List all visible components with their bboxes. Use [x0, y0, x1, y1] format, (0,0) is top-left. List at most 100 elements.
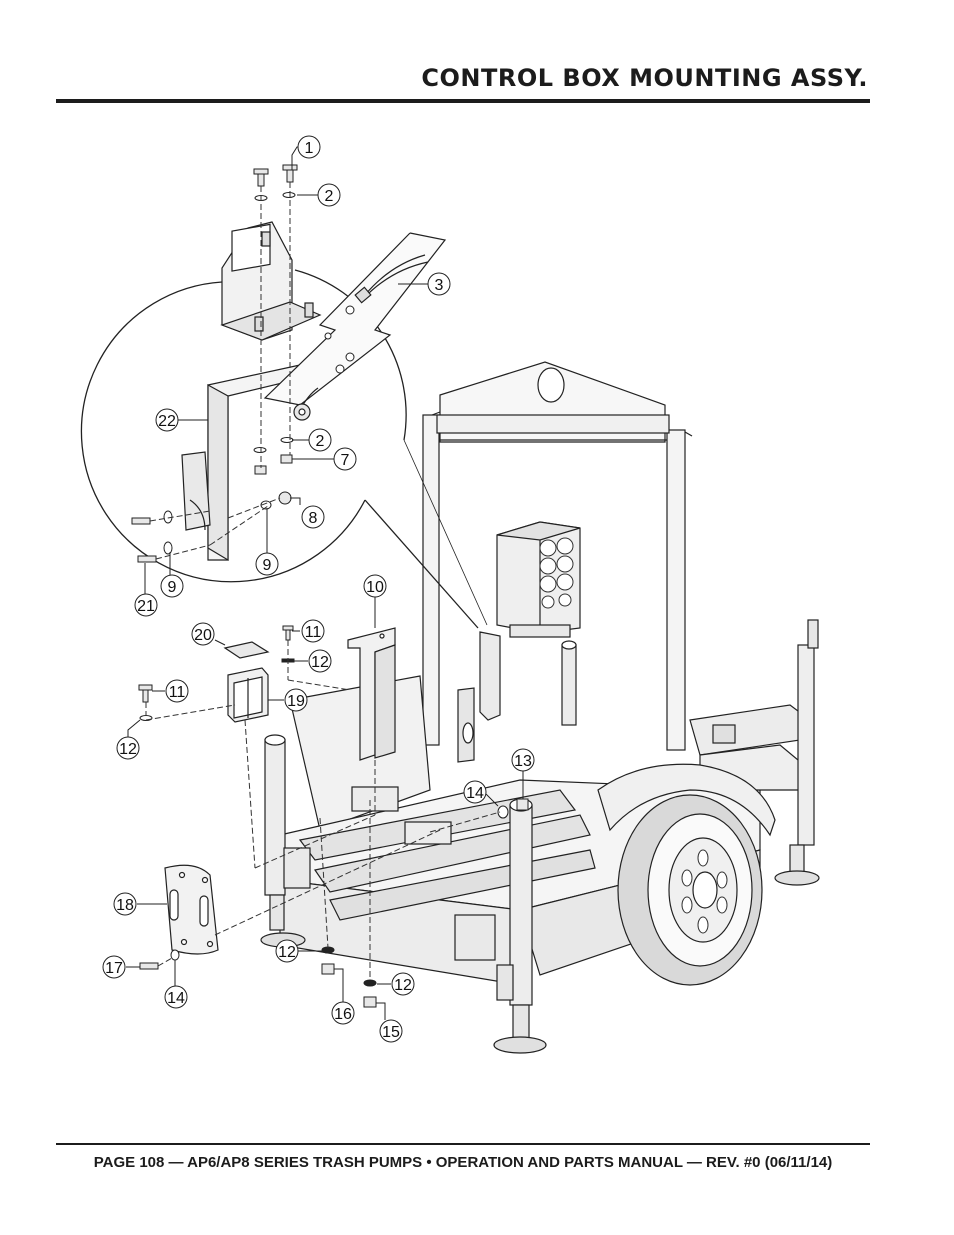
- callout-9b: 9: [160, 574, 184, 598]
- callout-leaders: [126, 146, 524, 1020]
- svg-text:9: 9: [263, 557, 272, 574]
- svg-text:14: 14: [466, 785, 484, 802]
- washer-icon: [363, 979, 377, 987]
- svg-text:19: 19: [287, 693, 305, 710]
- mast-left-post: [422, 414, 440, 746]
- rear-left-leg: [264, 739, 286, 896]
- svg-text:12: 12: [278, 944, 296, 961]
- svg-text:12: 12: [311, 654, 329, 671]
- detail-top-plate: [220, 221, 322, 341]
- callout-1: 1: [297, 135, 321, 159]
- callout-13: 13: [511, 748, 535, 772]
- svg-text:9: 9: [168, 579, 177, 596]
- callout-14b: 14: [164, 985, 188, 1009]
- callout-12b: 12: [116, 736, 140, 760]
- right-tail-light: [454, 914, 496, 961]
- screw-icon: [131, 517, 151, 525]
- svg-text:7: 7: [341, 452, 350, 469]
- callout-2: 2: [317, 183, 341, 207]
- washer-icon: [280, 437, 294, 443]
- callout-20: 20: [191, 622, 215, 646]
- callout-12: 12: [308, 649, 332, 673]
- screw-icon: [139, 962, 159, 970]
- callout-10: 10: [363, 574, 387, 598]
- nut-icon: [278, 491, 292, 505]
- callout-16: 16: [331, 1001, 355, 1025]
- nut-icon: [321, 963, 335, 975]
- trailer-assembly: [260, 361, 820, 1054]
- footer-rule: [56, 1143, 870, 1145]
- svg-text:12: 12: [394, 977, 412, 994]
- callout-21: 21: [134, 593, 158, 617]
- callout-7: 7: [333, 447, 357, 471]
- part-18-mount-plate: [164, 864, 219, 955]
- control-box: [496, 521, 581, 638]
- assembly-lines-detail: [149, 182, 291, 560]
- trailer-wheel: [617, 794, 763, 986]
- callout-18: 18: [113, 892, 137, 916]
- washer-icon: [260, 500, 272, 510]
- part-20-plate: [223, 641, 270, 659]
- nut-icon: [280, 454, 293, 464]
- svg-text:15: 15: [382, 1024, 400, 1041]
- callout-11b: 11: [165, 679, 189, 703]
- svg-text:3: 3: [435, 277, 444, 294]
- mast-bracket: [479, 631, 501, 721]
- callout-17: 17: [102, 955, 126, 979]
- detail-view: [80, 269, 488, 629]
- svg-text:21: 21: [137, 598, 155, 615]
- svg-text:14: 14: [167, 990, 185, 1007]
- callout-11: 11: [301, 619, 325, 643]
- svg-text:13: 13: [514, 753, 532, 770]
- svg-text:22: 22: [158, 413, 176, 430]
- callout-9: 9: [255, 552, 279, 576]
- callout-2b: 2: [308, 428, 332, 452]
- front-jack-post: [797, 644, 815, 846]
- tow-tongue: [689, 704, 811, 756]
- callout-12c: 12: [275, 939, 299, 963]
- svg-text:17: 17: [105, 960, 123, 977]
- washer-icon: [163, 541, 173, 555]
- callout-19: 19: [284, 688, 308, 712]
- callout-12d: 12: [391, 972, 415, 996]
- page-title: CONTROL BOX MOUNTING ASSY.: [421, 64, 868, 92]
- svg-text:18: 18: [116, 897, 134, 914]
- part-10-channel: [347, 627, 396, 761]
- part-19-spacer-block: [227, 667, 269, 723]
- svg-text:10: 10: [366, 579, 384, 596]
- svg-text:8: 8: [309, 510, 318, 527]
- mast-crossbar: [436, 414, 670, 434]
- callout-bubbles: 1 2 3 22 2 7 8 9 9 21 10 20 11 12 11 19 …: [102, 135, 535, 1043]
- svg-text:20: 20: [194, 627, 212, 644]
- assembly-lines-main: [145, 640, 501, 980]
- fender: [597, 763, 776, 837]
- header-rule: [56, 99, 870, 103]
- svg-text:11: 11: [169, 684, 186, 701]
- detail-hardware: [131, 164, 355, 563]
- washer-icon: [253, 447, 267, 453]
- detail-cable: [263, 232, 447, 421]
- svg-text:11: 11: [305, 624, 322, 641]
- callout-22: 22: [155, 408, 179, 432]
- lifting-eye: [537, 367, 565, 403]
- washer-icon: [170, 949, 180, 961]
- callout-14: 14: [463, 780, 487, 804]
- svg-text:2: 2: [316, 433, 325, 450]
- detail-circle: [80, 281, 366, 583]
- detail-bracket-22: [181, 364, 304, 562]
- callout-15: 15: [379, 1019, 403, 1043]
- page-footer: PAGE 108 — AP6/AP8 SERIES TRASH PUMPS • …: [93, 1154, 833, 1171]
- left-tail-light: [283, 847, 311, 889]
- nut-icon: [516, 798, 529, 811]
- svg-text:1: 1: [305, 140, 314, 157]
- washer-icon: [282, 192, 296, 198]
- nut-icon: [363, 996, 377, 1008]
- svg-text:16: 16: [334, 1006, 352, 1023]
- svg-text:2: 2: [325, 188, 334, 205]
- washer-icon: [497, 805, 509, 819]
- mast-right-post: [666, 429, 686, 751]
- screw-icon: [137, 555, 157, 563]
- callout-8: 8: [301, 505, 325, 529]
- callout-3: 3: [427, 272, 451, 296]
